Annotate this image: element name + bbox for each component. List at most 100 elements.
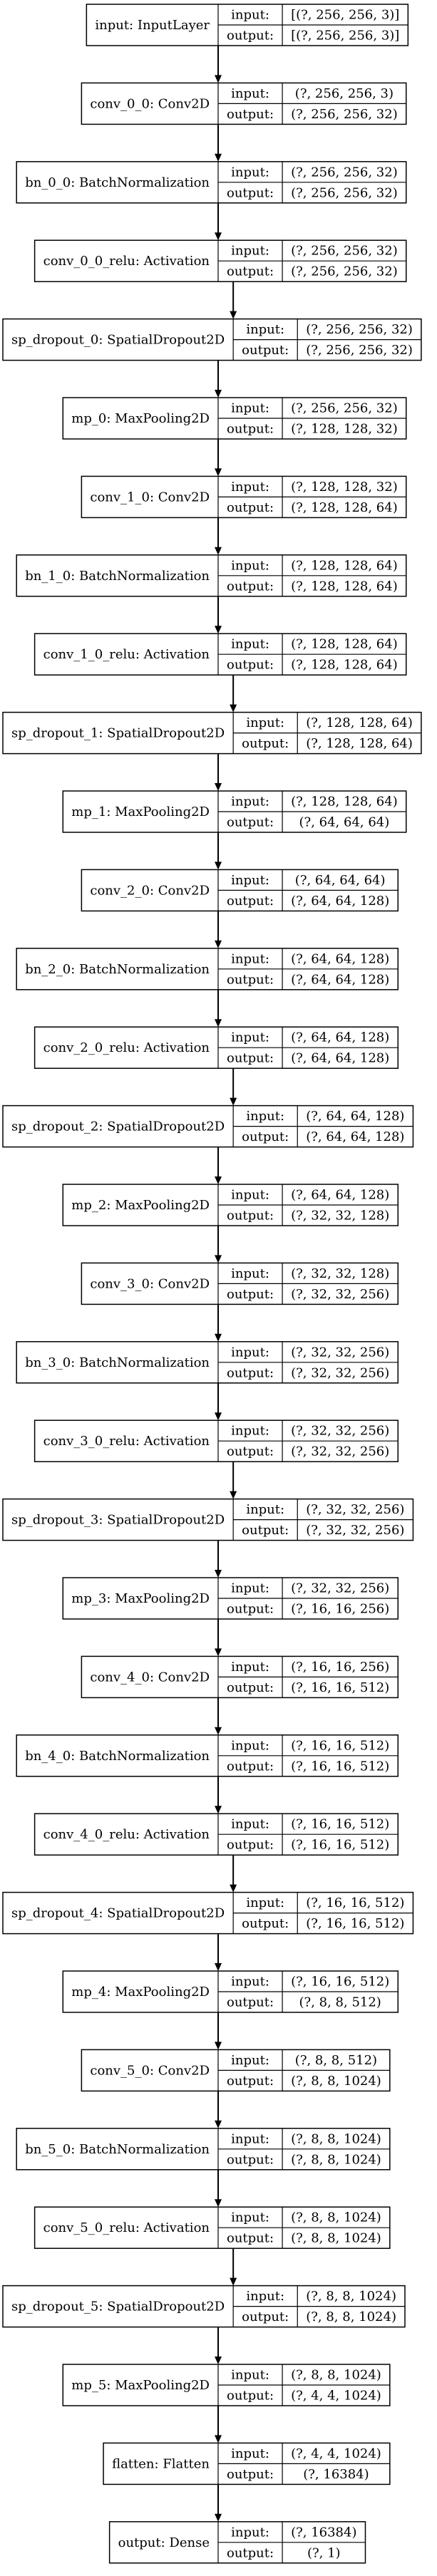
output-label: output: bbox=[242, 2309, 289, 2324]
output-shape: (?, 16, 16, 256) bbox=[291, 1602, 389, 1617]
layer-label: mp_3: MaxPooling2D bbox=[71, 1591, 210, 1606]
layer-node: conv_5_0_relu: Activationinput:output:(?… bbox=[34, 2206, 391, 2249]
arrow-head-icon bbox=[215, 2435, 222, 2443]
output-shape: (?, 16384) bbox=[303, 2467, 369, 2482]
output-label: output: bbox=[227, 1365, 274, 1380]
output-shape: (?, 64, 64, 128) bbox=[306, 1129, 404, 1144]
input-shape: (?, 8, 8, 1024) bbox=[291, 2368, 381, 2383]
input-label: input: bbox=[231, 1581, 269, 1596]
arrow-head-icon bbox=[215, 2357, 222, 2364]
arrow-head-icon bbox=[215, 1648, 222, 1657]
input-label: input: bbox=[231, 873, 269, 888]
output-label: output: bbox=[242, 1129, 289, 1144]
layer-node: sp_dropout_1: SpatialDropout2Dinput:outp… bbox=[2, 711, 422, 755]
input-label: input: bbox=[231, 951, 269, 966]
layer-node: bn_1_0: BatchNormalizationinput:output:(… bbox=[16, 554, 407, 597]
layer-node: sp_dropout_3: SpatialDropout2Dinput:outp… bbox=[2, 1498, 414, 1541]
output-label: output: bbox=[227, 422, 274, 437]
layer-label: conv_1_0_relu: Activation bbox=[43, 647, 210, 662]
output-shape: (?, 64, 64, 128) bbox=[291, 1051, 389, 1066]
arrow-head-icon bbox=[215, 232, 222, 241]
arrow-head-icon bbox=[215, 1727, 222, 1735]
output-shape: (?, 32, 32, 256) bbox=[291, 1444, 389, 1459]
input-label: input: bbox=[246, 1502, 284, 1517]
layer-node: conv_2_0_relu: Activationinput:output:(?… bbox=[34, 1026, 399, 1069]
input-shape: (?, 256, 256, 32) bbox=[291, 244, 398, 259]
output-shape: (?, 16, 16, 512) bbox=[306, 1916, 404, 1931]
input-shape: (?, 128, 128, 32) bbox=[291, 480, 398, 495]
layer-label: sp_dropout_2: SpatialDropout2D bbox=[11, 1119, 225, 1134]
layer-label: conv_3_0_relu: Activation bbox=[43, 1434, 210, 1449]
output-label: output: bbox=[227, 1051, 274, 1066]
output-label: output: bbox=[227, 1680, 274, 1695]
input-shape: (?, 32, 32, 128) bbox=[291, 1266, 389, 1281]
layer-label: mp_1: MaxPooling2D bbox=[71, 805, 210, 819]
input-label: input: bbox=[246, 1895, 284, 1910]
input-label: input: bbox=[246, 322, 284, 337]
output-label: output: bbox=[227, 2152, 274, 2167]
arrow-head-icon bbox=[215, 1019, 222, 1028]
input-label: input: bbox=[231, 1660, 269, 1675]
output-shape: (?, 32, 32, 256) bbox=[291, 1287, 389, 1302]
layer-label: bn_2_0: BatchNormalization bbox=[25, 962, 210, 977]
edge-arrow bbox=[215, 1697, 222, 1735]
layer-label: sp_dropout_5: SpatialDropout2D bbox=[11, 2300, 225, 2314]
input-label: input: bbox=[231, 401, 269, 416]
input-shape: (?, 32, 32, 256) bbox=[291, 1345, 389, 1360]
output-label: output: bbox=[227, 1838, 274, 1853]
layer-node: bn_3_0: BatchNormalizationinput:output:(… bbox=[16, 1341, 399, 1384]
input-label: input: bbox=[231, 1030, 269, 1045]
output-label: output: bbox=[227, 2545, 274, 2560]
input-shape: (?, 32, 32, 256) bbox=[306, 1502, 404, 1517]
input-label: input: bbox=[231, 2368, 269, 2383]
input-shape: (?, 256, 256, 32) bbox=[306, 322, 413, 337]
input-label: input: bbox=[231, 165, 269, 180]
input-shape: (?, 128, 128, 64) bbox=[291, 558, 398, 573]
layer-label: flatten: Flatten bbox=[112, 2456, 210, 2471]
input-shape: (?, 8, 8, 1024) bbox=[291, 2210, 381, 2225]
layer-label: output: Dense bbox=[118, 2535, 210, 2550]
layer-label: conv_5_0_relu: Activation bbox=[43, 2220, 210, 2235]
layer-node: bn_0_0: BatchNormalizationinput:output:(… bbox=[16, 161, 407, 204]
layer-label: conv_4_0: Conv2D bbox=[90, 1670, 210, 1685]
input-label: input: bbox=[231, 2525, 269, 2540]
layer-label: mp_2: MaxPooling2D bbox=[71, 1198, 210, 1213]
edge-arrow bbox=[215, 1304, 222, 1342]
input-label: input: bbox=[231, 1424, 269, 1439]
arrow-head-icon bbox=[230, 1097, 237, 1106]
arrow-head-icon bbox=[215, 2513, 222, 2522]
arrow-head-icon bbox=[215, 1412, 222, 1421]
layer-label: bn_0_0: BatchNormalization bbox=[25, 175, 210, 190]
input-shape: (?, 8, 8, 512) bbox=[295, 2053, 377, 2068]
input-label: input: bbox=[231, 1266, 269, 1281]
output-shape: (?, 256, 256, 32) bbox=[291, 185, 398, 200]
output-label: output: bbox=[227, 2074, 274, 2089]
output-label: output: bbox=[227, 2467, 274, 2482]
layer-label: conv_3_0: Conv2D bbox=[90, 1276, 210, 1291]
output-label: output: bbox=[227, 1602, 274, 1617]
output-shape: (?, 128, 128, 64) bbox=[291, 658, 398, 673]
output-shape: (?, 16, 16, 512) bbox=[291, 1680, 389, 1695]
edge-arrow bbox=[215, 2091, 222, 2128]
arrow-head-icon bbox=[215, 390, 222, 398]
input-shape: (?, 4, 4, 1024) bbox=[291, 2446, 381, 2461]
layer-label: conv_4_0_relu: Activation bbox=[43, 1827, 210, 1842]
arrow-head-icon bbox=[215, 783, 222, 791]
arrow-head-icon bbox=[215, 1333, 222, 1342]
input-shape: (?, 128, 128, 64) bbox=[291, 795, 398, 809]
output-shape: (?, 64, 64, 128) bbox=[291, 894, 389, 909]
output-label: output: bbox=[227, 658, 274, 673]
output-shape: (?, 128, 128, 64) bbox=[291, 579, 398, 594]
output-label: output: bbox=[227, 107, 274, 122]
input-shape: (?, 16, 16, 512) bbox=[291, 1738, 389, 1753]
edge-arrow bbox=[215, 989, 222, 1028]
output-label: output: bbox=[227, 579, 274, 594]
